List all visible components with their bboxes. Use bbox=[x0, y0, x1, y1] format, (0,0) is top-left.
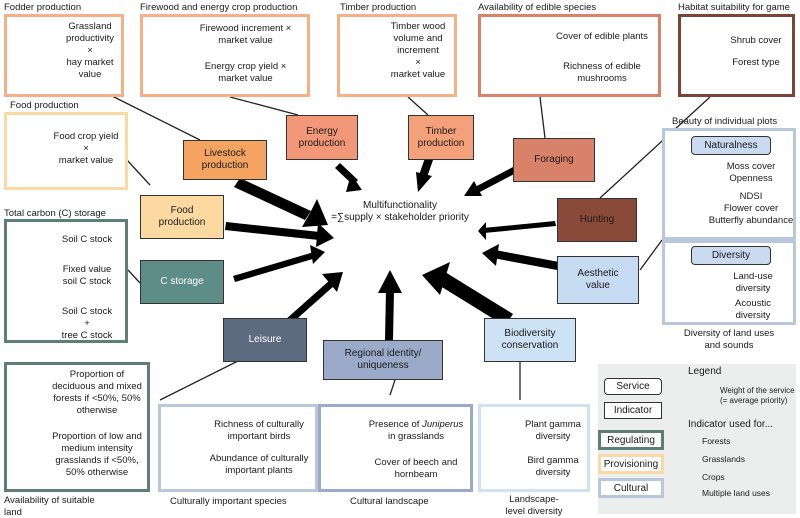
weighted-arrows bbox=[225, 158, 559, 340]
carbon-indicator-1: Soil C stock bbox=[61, 234, 113, 245]
legend-regulating: Regulating bbox=[598, 430, 664, 450]
diversity-header: Diversity bbox=[691, 246, 771, 265]
legend-provisioning: Provisioning bbox=[598, 454, 664, 474]
legend-weight: Weight of the service(= average priority… bbox=[720, 386, 795, 405]
legend-multiple: Multiple land uses bbox=[702, 488, 771, 498]
firewood-indicator-box: Firewood increment ×market value Energy … bbox=[140, 14, 310, 97]
legend-used-for: Indicator used for... bbox=[688, 419, 774, 430]
connector-lines bbox=[109, 94, 711, 401]
landscape-diversity-title: Landscape-level diversity bbox=[505, 494, 563, 517]
game-indicator-box: Shrub cover Forest type bbox=[678, 14, 795, 97]
beauty-title: Beauty of individual plots bbox=[672, 116, 778, 127]
food-indicator: Food crop yield×market value bbox=[53, 131, 119, 166]
service-hunting: Hunting bbox=[557, 198, 637, 242]
cultural-landscape-title: Cultural landscape bbox=[350, 496, 429, 507]
game-title: Habitat suitability for game bbox=[678, 2, 790, 13]
legend-service: Service bbox=[604, 378, 662, 395]
firewood-indicator-2: Energy crop yield ×market value bbox=[204, 61, 287, 84]
legend-crops: Crops bbox=[702, 472, 725, 482]
edible-title: Availability of edible species bbox=[478, 2, 597, 13]
legend-panel: Legend Service Indicator Weight of the s… bbox=[598, 364, 796, 514]
food-title: Food production bbox=[10, 100, 79, 111]
carbon-title: Total carbon (C) storage bbox=[4, 208, 106, 219]
legend-indicator: Indicator bbox=[604, 402, 662, 419]
timber-title: Timber production bbox=[340, 2, 417, 13]
service-cstorage: C storage bbox=[140, 260, 224, 304]
cultural-species-title: Culturally important species bbox=[170, 496, 287, 507]
edible-indicator-1: Cover of edible plants bbox=[556, 31, 648, 42]
service-leisure: Leisure bbox=[223, 318, 307, 362]
service-foraging: Foraging bbox=[513, 138, 595, 182]
game-indicator-2: Forest type bbox=[732, 57, 780, 68]
naturalness-header: Naturalness bbox=[691, 136, 771, 155]
service-regional: Regional identity/uniqueness bbox=[323, 340, 443, 380]
legend-grasslands: Grasslands bbox=[702, 454, 745, 464]
firewood-title: Firewood and energy crop production bbox=[140, 2, 298, 13]
legend-title: Legend bbox=[688, 366, 722, 377]
game-indicator-1: Shrub cover bbox=[730, 35, 782, 46]
carbon-indicator-3: Soil C stock+tree C stock bbox=[61, 306, 113, 341]
legend-forests: Forests bbox=[702, 436, 731, 446]
firewood-indicator-1: Firewood increment ×market value bbox=[199, 23, 292, 46]
center-label: Multifunctionality=∑supply × stakeholder… bbox=[331, 200, 469, 223]
food-indicator-box: Food crop yield×market value bbox=[4, 112, 128, 190]
fodder-title: Fodder production bbox=[4, 2, 82, 13]
edible-indicator-box: Cover of edible plants Richness of edibl… bbox=[478, 14, 661, 97]
legend-cultural: Cultural bbox=[598, 478, 664, 498]
